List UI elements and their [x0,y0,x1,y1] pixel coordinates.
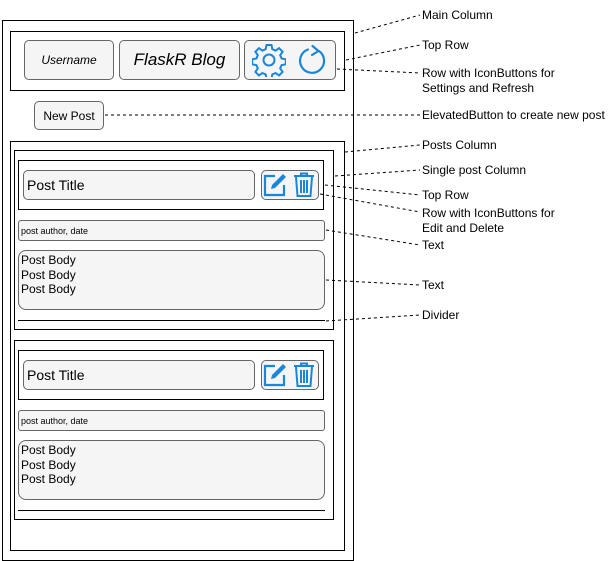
refresh-icon[interactable] [296,43,330,77]
post-body-line: Post Body [21,443,76,457]
post-body: Post Body Post Body Post Body [18,440,325,500]
settings-refresh-row [244,40,336,80]
annotation-text-meta: Text [422,238,445,252]
new-post-label: New Post [43,108,95,123]
gear-icon[interactable] [252,43,286,77]
annotation-settings-row-line2: Settings and Refresh [422,81,535,95]
annotation-edit-row-line2: Edit and Delete [422,221,505,235]
new-post-button[interactable]: New Post [34,101,104,130]
annotation-single-post-column: Single post Column [422,163,527,177]
annotation-divider: Divider [422,308,460,322]
annotation-edit-row-line1: Row with IconButtons for [422,206,555,220]
annotation-posts-column: Posts Column [422,138,497,152]
trash-icon[interactable] [292,362,316,387]
edit-icon[interactable] [263,363,287,387]
post-body-line: Post Body [21,457,76,472]
annotation-elevated-button: ElevatedButton to create new post [422,108,605,122]
annotation-post-top-row: Top Row [422,188,469,202]
post-body-line: Post Body [21,472,76,486]
annotation-main-column: Main Column [422,8,493,22]
trash-icon[interactable] [292,172,316,197]
post-title: Post Title [23,170,255,200]
post-meta-text: post author, date [21,415,89,426]
post-meta: post author, date [18,410,325,431]
annotation-top-row: Top Row [422,38,469,52]
post-body-line: Post Body [21,282,76,296]
annotation-text-body: Text [422,278,445,292]
username-text: Username [41,53,97,67]
divider [18,510,325,511]
post-title-text: Post Title [27,367,85,383]
username-label: Username [24,40,114,80]
app-title: FlaskR Blog [119,40,240,80]
post-body-line: Post Body [21,253,76,267]
edit-icon[interactable] [263,173,287,197]
post-body-lines: Post Body Post Body Post Body [21,253,76,297]
post-title: Post Title [23,360,255,390]
post-title-text: Post Title [27,177,85,193]
divider [18,320,325,321]
post-body-lines: Post Body Post Body Post Body [21,443,76,487]
post-meta-text: post author, date [21,225,89,236]
post-body: Post Body Post Body Post Body [18,250,325,310]
post-meta: post author, date [18,220,325,241]
annotation-settings-row-line1: Row with IconButtons for [422,66,555,80]
app-title-text: FlaskR Blog [133,50,226,69]
post-body-line: Post Body [21,267,76,282]
